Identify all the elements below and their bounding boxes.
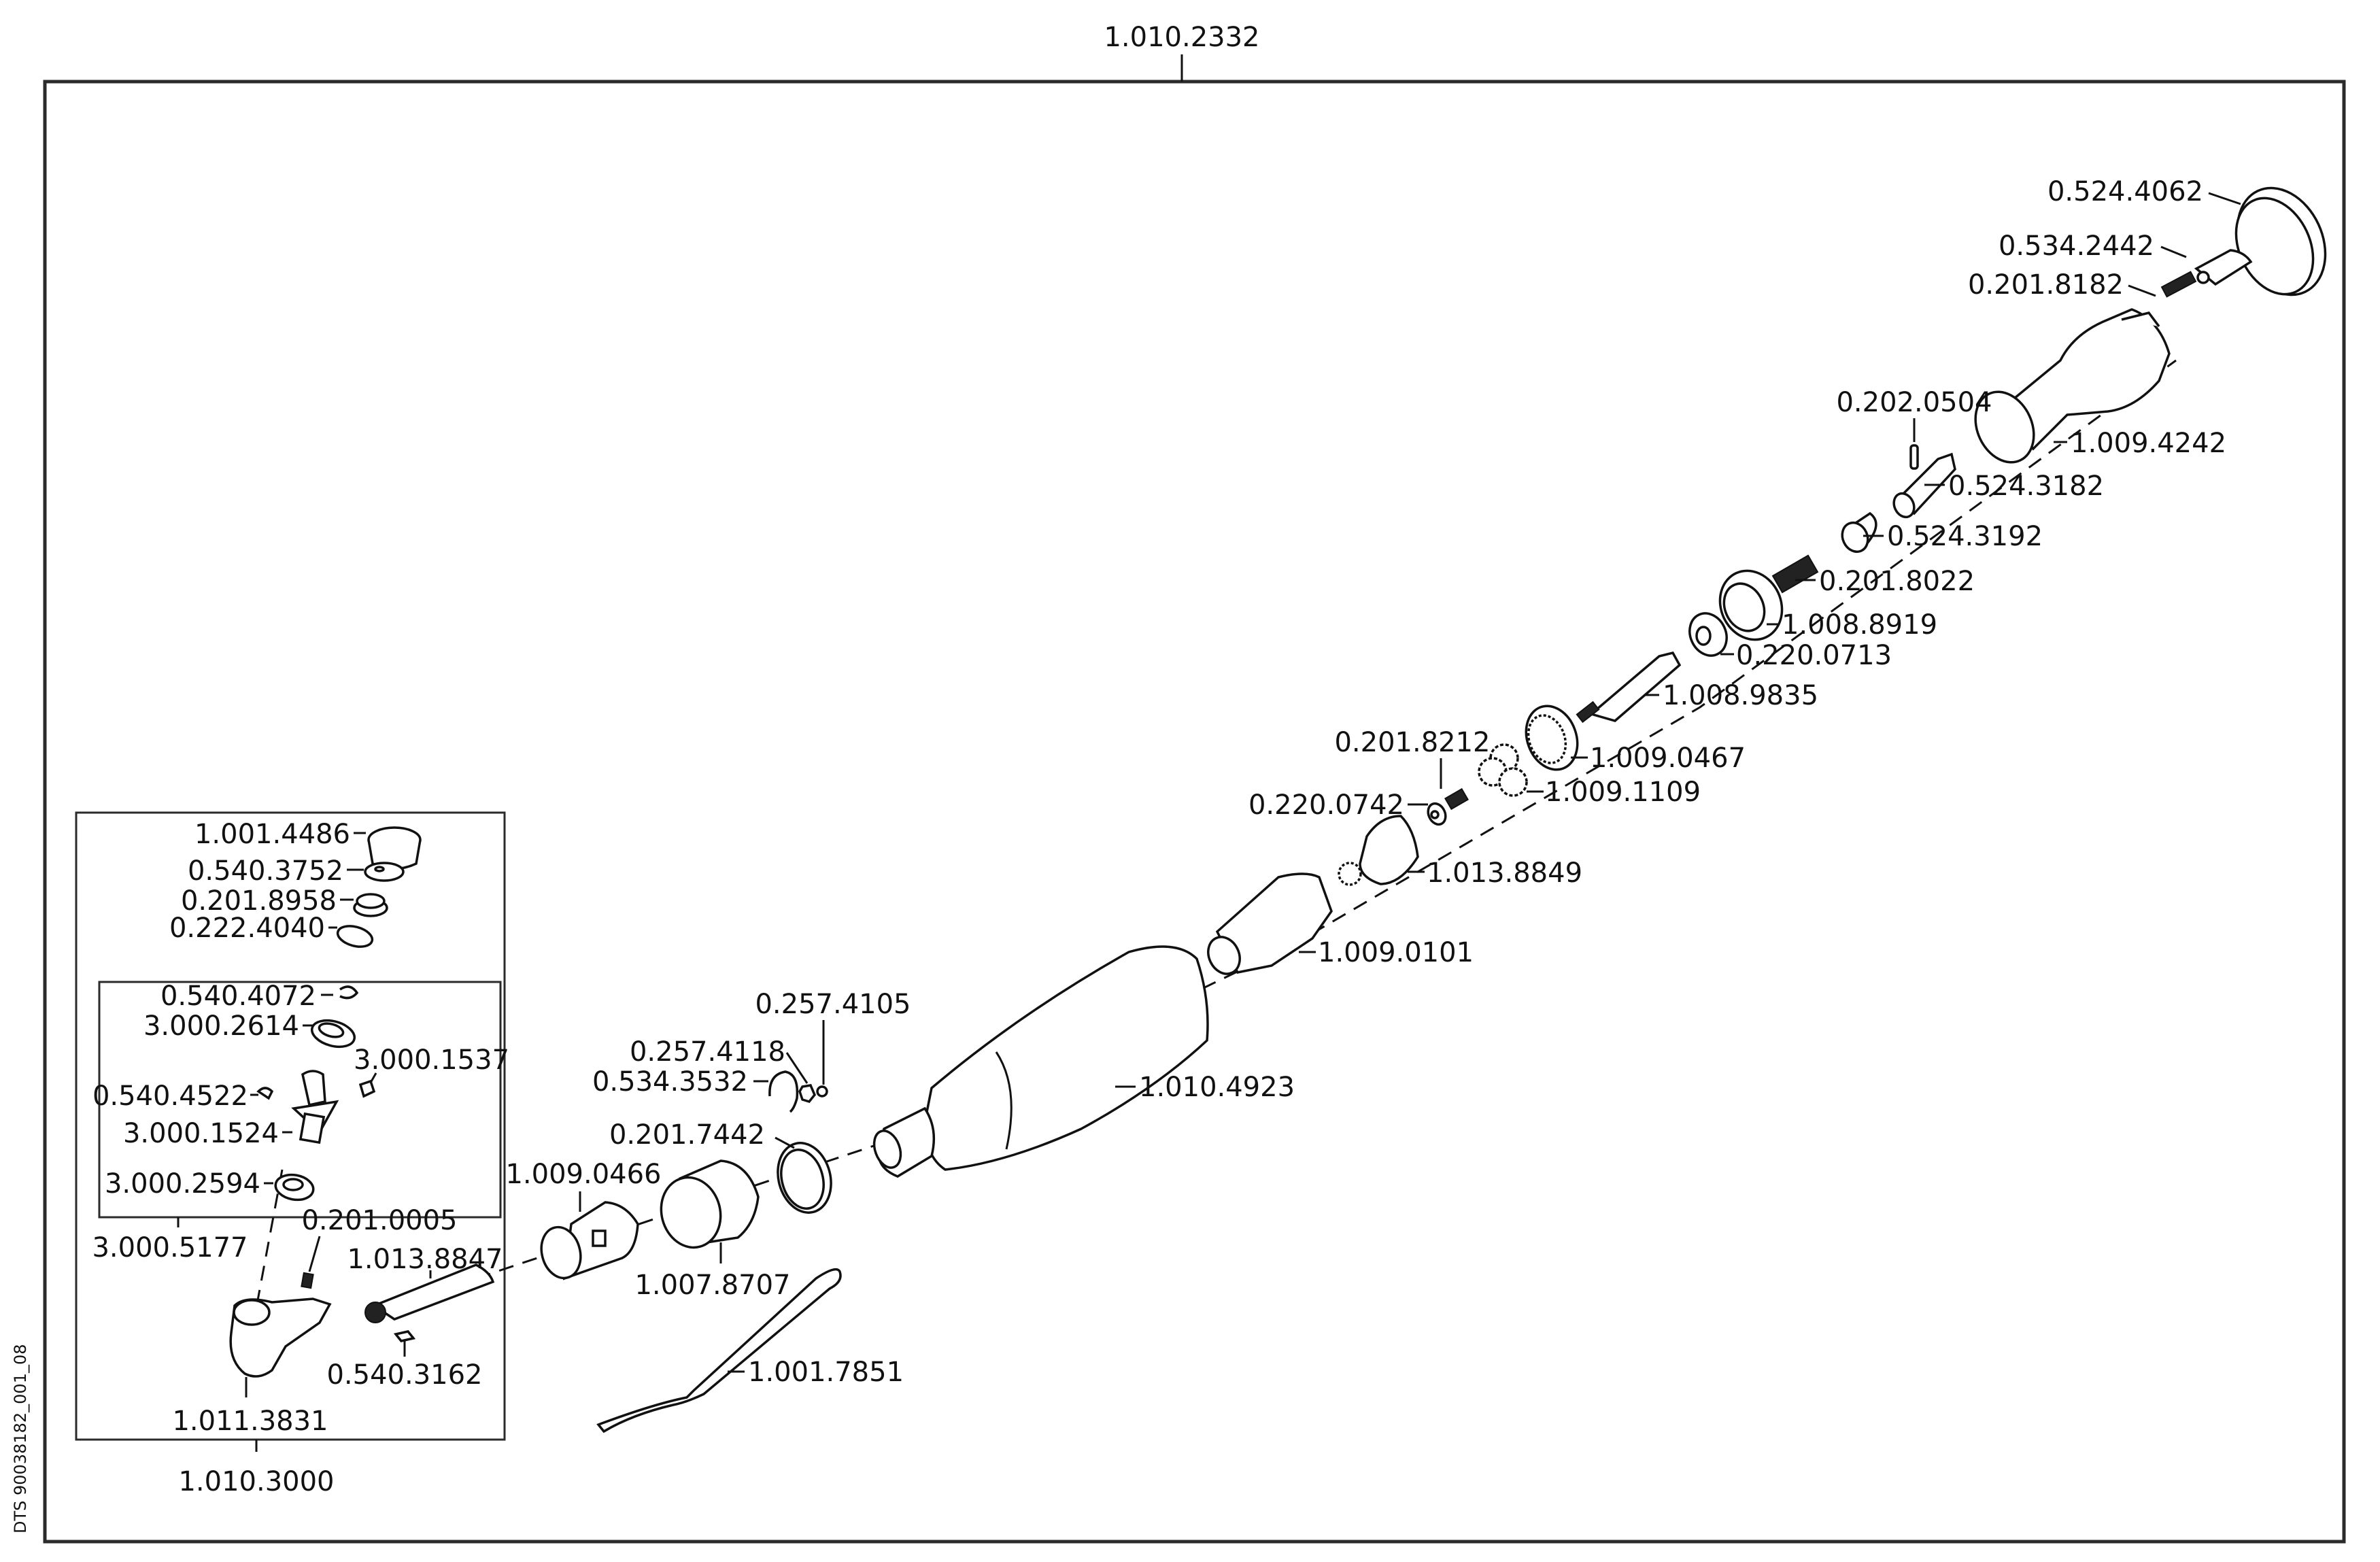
part-3000-1537	[358, 1079, 376, 1098]
assembly-frame	[43, 80, 2346, 1544]
part-label: 3.000.1537	[354, 1045, 509, 1076]
subassembly-gear-frame	[98, 981, 502, 1219]
head-axis	[250, 1169, 284, 1334]
part-0524-3192	[1841, 511, 1877, 554]
part-1001-7851	[596, 1268, 842, 1433]
part-label: 0.201.8958	[181, 885, 337, 917]
part-0257-4118	[798, 1084, 817, 1104]
part-label: 1.013.8847	[347, 1244, 503, 1275]
part-1009-4242	[1974, 308, 2171, 464]
leader	[2128, 284, 2156, 297]
leader	[785, 1052, 809, 1084]
part-0524-4062	[2234, 186, 2327, 296]
part-label: 0.540.4072	[160, 981, 316, 1012]
part-1008-9835	[1576, 651, 1682, 724]
part-0201-0005	[301, 1272, 314, 1289]
part-label: 0.201.8182	[1968, 269, 2124, 301]
part-3000-2614	[310, 1019, 356, 1049]
part-0534-2442	[2194, 249, 2253, 286]
assembly-number: 1.010.2332	[1104, 22, 1259, 53]
part-label: 1.007.8707	[634, 1270, 790, 1301]
part-label: 1.011.3831	[172, 1406, 328, 1437]
leader	[369, 1072, 377, 1083]
part-label: 1.009.4242	[2071, 428, 2226, 459]
document-id: DTS 90038182_001_08	[11, 1344, 30, 1533]
part-0524-3182	[1892, 452, 1956, 519]
part-label: 0.540.3752	[188, 855, 343, 887]
part-0540-3752	[364, 862, 405, 882]
part-label: 0.524.3192	[1887, 521, 2043, 552]
part-0201-7442	[777, 1142, 832, 1214]
part-0201-8182	[2160, 271, 2197, 298]
leader	[2160, 245, 2187, 258]
subassembly-head-frame	[75, 811, 506, 1441]
part-label: 1.008.8919	[1782, 609, 1937, 641]
subassembly-head-label: 1.010.3000	[178, 1466, 334, 1497]
leader	[2208, 192, 2241, 205]
part-0222-4040	[336, 925, 374, 948]
part-label: 1.008.9835	[1663, 680, 1818, 711]
part-label: 0.201.8212	[1334, 727, 1490, 758]
part-0540-4522	[256, 1087, 274, 1100]
part-label: 3.000.1524	[123, 1118, 279, 1149]
part-1009-1109	[1478, 743, 1528, 797]
part-label: 0.201.8022	[1819, 566, 1975, 597]
part-1013-8847	[364, 1263, 495, 1323]
part-1010-4923	[872, 945, 1209, 1178]
part-0220-0742	[1427, 802, 1447, 826]
part-label: 0.540.4522	[92, 1081, 248, 1112]
part-label: 0.220.0713	[1736, 640, 1892, 671]
part-label: 0.201.7442	[609, 1119, 765, 1151]
part-label: 0.257.4105	[755, 989, 911, 1020]
part-label: 0.202.0504	[1836, 387, 1992, 418]
part-0540-3162	[393, 1330, 416, 1342]
part-label: 0.540.3162	[326, 1359, 482, 1391]
part-label: 0.222.4040	[169, 913, 325, 944]
part-0201-8022	[1771, 554, 1819, 594]
part-0201-8958	[353, 893, 388, 917]
leader	[308, 1236, 321, 1272]
part-label: 1.001.7851	[748, 1357, 904, 1388]
part-0220-0713	[1688, 612, 1728, 657]
part-label: 3.000.2614	[143, 1011, 299, 1042]
part-label: 1.009.0467	[1590, 743, 1746, 774]
part-3000-2594	[274, 1173, 315, 1202]
subassembly-gear-label: 3.000.5177	[92, 1232, 248, 1263]
part-0540-4072	[339, 985, 359, 1000]
part-label: 1.009.1109	[1545, 777, 1701, 808]
part-label: 0.524.4062	[2047, 176, 2203, 207]
part-0202-0504	[1909, 444, 1919, 470]
part-3000-1524	[291, 1070, 339, 1144]
part-label: 0.534.3532	[592, 1066, 748, 1098]
part-label: 0.201.0005	[301, 1205, 457, 1236]
part-1009-0101	[1207, 872, 1333, 975]
part-label: 1.001.4486	[194, 819, 350, 850]
part-1013-8849	[1338, 815, 1419, 886]
part-1011-3831	[229, 1297, 332, 1378]
leader	[775, 1136, 795, 1149]
part-label: 0.257.4118	[630, 1036, 785, 1068]
part-label: 1.013.8849	[1427, 858, 1582, 889]
part-1007-8707	[660, 1159, 760, 1249]
part-0534-3532	[768, 1070, 799, 1113]
part-1009-0466	[540, 1201, 639, 1280]
part-label: 1.009.0466	[505, 1159, 661, 1190]
part-1008-8919	[1718, 569, 1784, 641]
part-label: 1.009.0101	[1318, 937, 1474, 968]
part-label: 0.524.3182	[1948, 471, 2104, 502]
part-1009-0467	[1525, 704, 1579, 771]
part-0201-8212	[1444, 787, 1469, 811]
part-0257-4105	[816, 1085, 828, 1098]
part-label: 1.010.4923	[1139, 1072, 1295, 1103]
part-label: 0.220.0742	[1248, 790, 1404, 821]
part-label: 0.534.2442	[1999, 231, 2154, 262]
part-label: 3.000.2594	[105, 1168, 260, 1200]
